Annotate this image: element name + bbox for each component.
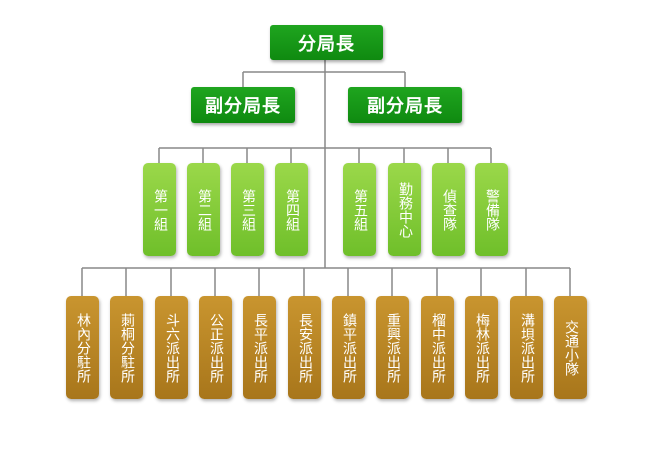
node-unit-5: 第五組 <box>343 163 376 256</box>
node-deputy-1: 副分局長 <box>191 87 295 123</box>
node-station-2: 莿桐分駐所 <box>110 296 143 399</box>
node-station-6: 長安派出所 <box>288 296 321 399</box>
node-unit-2: 第二組 <box>187 163 220 256</box>
node-station-7: 鎮平派出所 <box>332 296 365 399</box>
node-station-10: 梅林派出所 <box>465 296 498 399</box>
node-unit-4: 第四組 <box>275 163 308 256</box>
node-chief: 分局長 <box>270 25 383 60</box>
node-station-11: 溝垻派出所 <box>510 296 543 399</box>
node-station-4: 公正派出所 <box>199 296 232 399</box>
node-unit-3: 第三組 <box>231 163 264 256</box>
node-unit-6: 勤務中心 <box>388 163 421 256</box>
node-station-8: 重興派出所 <box>376 296 409 399</box>
node-station-3: 斗六派出所 <box>155 296 188 399</box>
node-unit-7: 偵查隊 <box>432 163 465 256</box>
node-station-9: 榴中派出所 <box>421 296 454 399</box>
node-station-5: 長平派出所 <box>243 296 276 399</box>
node-station-1: 林內分駐所 <box>66 296 99 399</box>
node-unit-8: 警備隊 <box>475 163 508 256</box>
node-deputy-2: 副分局長 <box>348 87 462 123</box>
node-station-12: 交通小隊 <box>554 296 587 399</box>
node-unit-1: 第一組 <box>143 163 176 256</box>
